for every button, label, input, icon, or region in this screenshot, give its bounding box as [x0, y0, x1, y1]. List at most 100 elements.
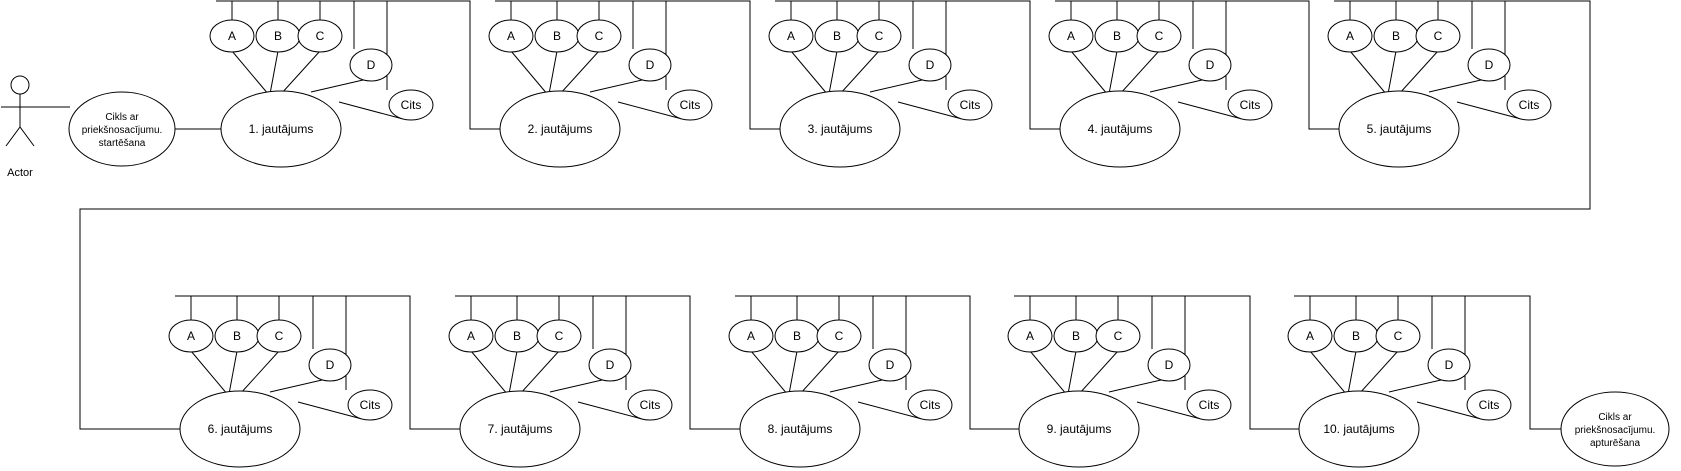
option-a[interactable]: A	[448, 319, 494, 353]
option-b[interactable]: B	[1373, 19, 1419, 53]
option-cits[interactable]: Cits	[667, 89, 713, 121]
option-d-ellipse	[1188, 48, 1232, 82]
option-cits[interactable]: Cits	[1506, 89, 1552, 121]
option-d[interactable]: D	[349, 48, 393, 82]
actor[interactable]: Actor	[1, 75, 39, 179]
option-spoke	[1119, 50, 1160, 95]
question-2-label: 2. jautājums	[528, 122, 593, 136]
option-a[interactable]: A	[488, 19, 534, 53]
question-4[interactable]: 4. jautājums	[1059, 90, 1181, 168]
option-cits[interactable]: Cits	[627, 389, 673, 421]
question-7[interactable]: 7. jautājums	[459, 390, 581, 468]
option-cits-ellipse	[1186, 389, 1232, 421]
option-a[interactable]: A	[209, 19, 255, 53]
option-a[interactable]: A	[1048, 19, 1094, 53]
option-cits-label: Cits	[1519, 98, 1540, 112]
option-cits[interactable]: Cits	[347, 389, 393, 421]
option-spoke	[1358, 350, 1399, 395]
option-b-label: B	[513, 329, 521, 343]
start-label-line3: startēšana	[99, 138, 146, 149]
option-c-ellipse	[1415, 19, 1461, 53]
option-cits[interactable]: Cits	[907, 389, 953, 421]
option-spoke	[1349, 50, 1388, 96]
option-d-ellipse	[1147, 348, 1191, 382]
option-spoke	[1108, 379, 1162, 393]
question-9[interactable]: 9. jautājums	[1018, 390, 1140, 468]
option-a[interactable]: A	[768, 19, 814, 53]
option-spoke	[228, 350, 238, 395]
option-cits[interactable]: Cits	[1227, 89, 1273, 121]
option-b[interactable]: B	[214, 319, 260, 353]
question-8-ellipse	[739, 390, 861, 468]
option-a[interactable]: A	[1327, 19, 1373, 53]
option-cits[interactable]: Cits	[947, 89, 993, 121]
option-c-label: C	[1434, 29, 1443, 43]
option-c[interactable]: C	[536, 319, 582, 353]
option-c[interactable]: C	[816, 319, 862, 353]
end-use-case[interactable]: Cikls ar priekšnosacījumu. apturēšana	[1560, 391, 1670, 467]
question-1-label: 1. jautājums	[249, 122, 314, 136]
option-b-label: B	[793, 329, 801, 343]
option-d-ellipse	[628, 48, 672, 82]
question-10-ellipse	[1298, 390, 1420, 468]
question-2[interactable]: 2. jautājums	[499, 90, 621, 168]
option-a-ellipse	[209, 19, 255, 53]
option-cits[interactable]: Cits	[1466, 389, 1512, 421]
flow-bottom-2	[626, 295, 743, 430]
option-spoke	[1387, 50, 1397, 95]
option-d[interactable]: D	[1467, 48, 1511, 82]
option-c[interactable]: C	[1095, 319, 1141, 353]
option-d[interactable]: D	[1427, 348, 1471, 382]
question-10[interactable]: 10. jautājums	[1298, 390, 1420, 468]
option-c[interactable]: C	[856, 19, 902, 53]
option-spoke	[1416, 401, 1482, 420]
option-cits[interactable]: Cits	[1186, 389, 1232, 421]
actor-label: Actor	[7, 167, 33, 179]
option-spoke	[239, 350, 280, 395]
option-c-ellipse	[1375, 319, 1421, 353]
option-c[interactable]: C	[1375, 319, 1421, 353]
option-cits-label: Cits	[920, 398, 941, 412]
question-8[interactable]: 8. jautājums	[739, 390, 861, 468]
question-3[interactable]: 3. jautājums	[779, 90, 901, 168]
start-use-case[interactable]: Cikls ar priekšnosacījumu. startēšana	[68, 91, 176, 167]
option-d-label: D	[926, 58, 935, 72]
option-d[interactable]: D	[628, 48, 672, 82]
option-a-ellipse	[168, 319, 214, 353]
option-a[interactable]: A	[728, 319, 774, 353]
option-a[interactable]: A	[168, 319, 214, 353]
option-c[interactable]: C	[297, 19, 343, 53]
option-d[interactable]: D	[1188, 48, 1232, 82]
option-cits-ellipse	[1466, 389, 1512, 421]
flow-bottom-3	[906, 295, 1022, 430]
option-d[interactable]: D	[1147, 348, 1191, 382]
option-b[interactable]: B	[1094, 19, 1140, 53]
option-b[interactable]: B	[255, 19, 301, 53]
option-spoke	[1398, 50, 1439, 95]
option-b[interactable]: B	[1333, 319, 1379, 353]
option-c[interactable]: C	[1415, 19, 1461, 53]
option-b[interactable]: B	[774, 319, 820, 353]
option-b[interactable]: B	[494, 319, 540, 353]
option-cits-ellipse	[907, 389, 953, 421]
option-cits-label: Cits	[1199, 398, 1220, 412]
option-d[interactable]: D	[908, 48, 952, 82]
option-b[interactable]: B	[1053, 319, 1099, 353]
option-a[interactable]: A	[1287, 319, 1333, 353]
question-6[interactable]: 6. jautājums	[179, 390, 301, 468]
option-cits[interactable]: Cits	[388, 89, 434, 121]
option-d[interactable]: D	[308, 348, 352, 382]
option-c[interactable]: C	[576, 19, 622, 53]
option-c[interactable]: C	[256, 319, 302, 353]
question-6-ellipse	[179, 390, 301, 468]
option-b[interactable]: B	[814, 19, 860, 53]
question-1[interactable]: 1. jautājums	[220, 90, 342, 168]
option-b[interactable]: B	[534, 19, 580, 53]
option-c[interactable]: C	[1136, 19, 1182, 53]
option-d[interactable]: D	[868, 348, 912, 382]
question-5[interactable]: 5. jautājums	[1338, 90, 1460, 168]
option-d[interactable]: D	[588, 348, 632, 382]
option-a-ellipse	[1327, 19, 1373, 53]
option-a[interactable]: A	[1007, 319, 1053, 353]
